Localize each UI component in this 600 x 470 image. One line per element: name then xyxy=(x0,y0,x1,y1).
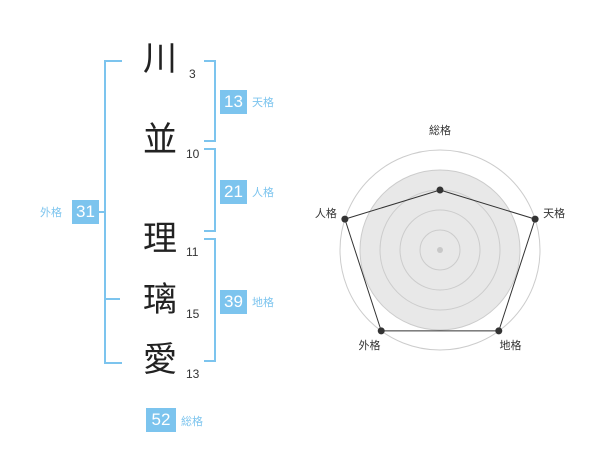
radar-point-3 xyxy=(495,327,503,335)
name-char-3: 理 xyxy=(143,219,177,259)
radar-ring-outer xyxy=(339,149,541,351)
radar-ring-2 xyxy=(399,209,481,291)
soukaku-value: 52 xyxy=(146,408,176,432)
gaikaku-label: 外格 xyxy=(40,206,62,219)
radar-point-4 xyxy=(377,327,385,335)
radar-point-1 xyxy=(436,186,444,194)
tenkaku-bracket xyxy=(204,60,216,142)
tenkaku-value: 13 xyxy=(220,90,247,114)
gaikaku-value: 31 xyxy=(72,200,99,224)
jinkaku-value: 21 xyxy=(220,180,247,204)
radar-center-dot xyxy=(437,247,443,253)
chikaku-label: 地格 xyxy=(252,296,274,309)
stroke-count-1: 3 xyxy=(189,67,196,81)
jinkaku-bracket xyxy=(204,148,216,232)
name-char-2: 並 xyxy=(143,120,177,160)
jinkaku-label: 人格 xyxy=(252,186,274,199)
name-char-1: 川 xyxy=(143,39,177,79)
gaikaku-connector xyxy=(96,211,104,213)
stroke-count-5: 13 xyxy=(186,367,200,381)
stroke-count-3: 11 xyxy=(186,245,199,259)
radar-series-line xyxy=(344,189,536,332)
radar-axis-label-5: 人格 xyxy=(315,206,337,220)
radar-axis-label-1: 総格 xyxy=(429,123,451,137)
radar-axis-label-3: 地格 xyxy=(500,338,522,352)
name-char-5: 愛 xyxy=(143,340,177,380)
name-char-4: 璃 xyxy=(143,280,177,320)
tenkaku-label: 天格 xyxy=(252,96,274,109)
chikaku-bracket xyxy=(204,238,216,362)
soukaku-label: 総格 xyxy=(181,415,203,428)
chikaku-value: 39 xyxy=(220,290,247,314)
gaikaku-bracket-tick xyxy=(104,298,120,300)
stroke-count-2: 10 xyxy=(186,147,200,161)
gaikaku-bracket xyxy=(104,60,122,364)
radar-point-2 xyxy=(531,215,539,223)
radar-axis-label-2: 天格 xyxy=(543,206,565,220)
radar-point-5 xyxy=(341,215,349,223)
stroke-count-4: 15 xyxy=(186,307,200,321)
radar-axis-label-4: 外格 xyxy=(358,338,380,352)
radar-ring-1 xyxy=(419,229,461,271)
